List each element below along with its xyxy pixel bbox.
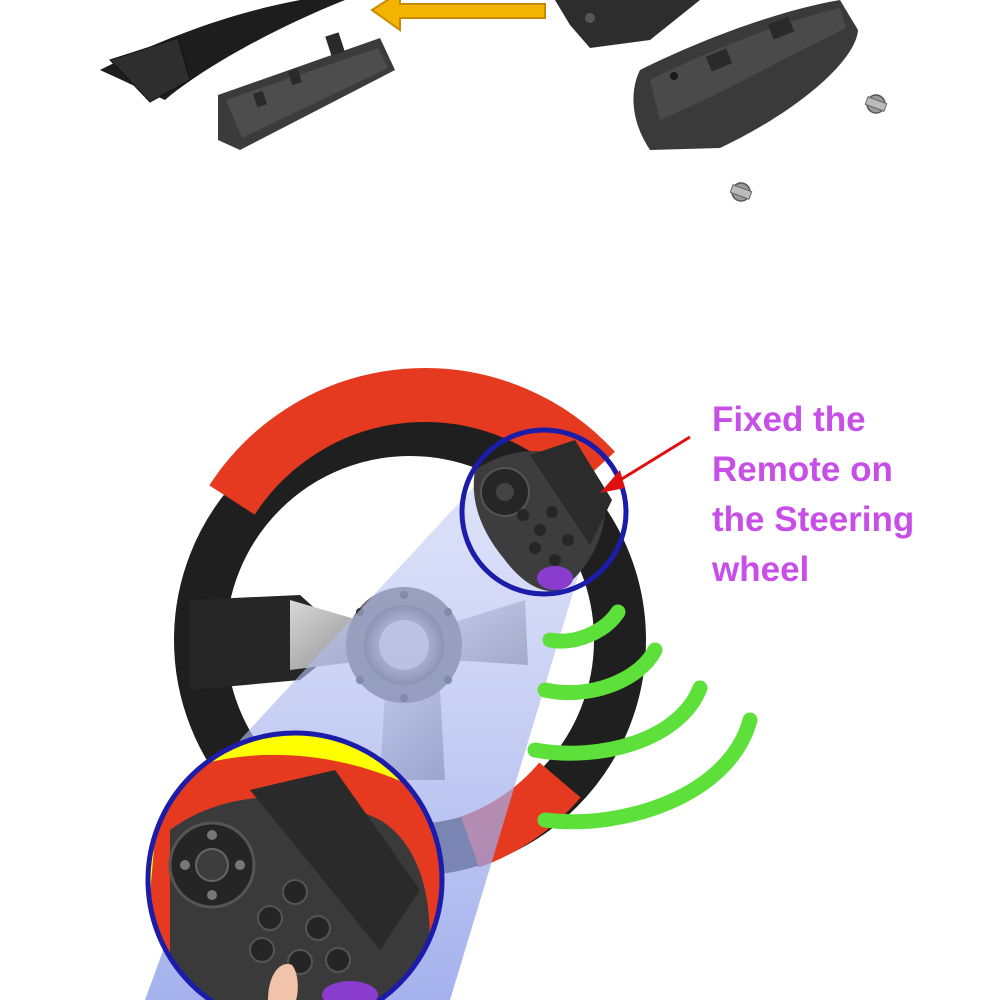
- pointer-arrow-icon: [600, 435, 691, 493]
- caption-text: Fixed the Remote on the Steering wheel: [712, 395, 992, 595]
- caption-line: wheel: [712, 550, 810, 589]
- left-arrow-icon: [370, 0, 546, 32]
- wireless-signal-icon: [527, 604, 758, 830]
- remote-on-wheel: [473, 440, 612, 591]
- caption-line: Fixed the: [712, 400, 866, 439]
- screw-icon: [864, 94, 888, 114]
- inset-ring: [145, 730, 445, 1000]
- remote-clip-part: [555, 0, 700, 48]
- caption-line: Remote on: [712, 450, 893, 489]
- remote-base-bracket: [218, 32, 395, 150]
- remote-housing: [633, 0, 858, 150]
- screw-icon: [729, 182, 753, 202]
- highlight-ring: [459, 427, 629, 597]
- velcro-strap: [100, 0, 345, 103]
- caption-line: the Steering: [712, 500, 915, 539]
- inset-closeup: [148, 733, 442, 1000]
